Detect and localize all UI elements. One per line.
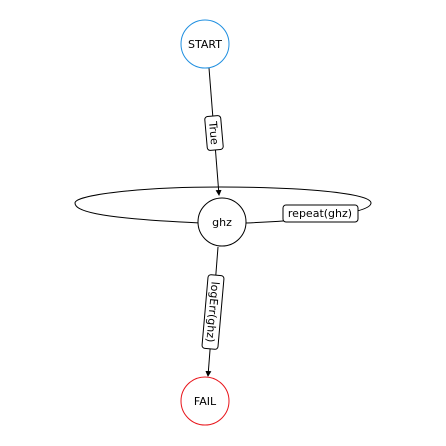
node-start-circle xyxy=(180,19,230,69)
node-ghz-label: ghz xyxy=(212,216,232,229)
edge-label-repeat: repeat(ghz) xyxy=(288,207,352,220)
edge-line-repeat xyxy=(74,186,372,224)
node-fail-circle xyxy=(180,376,230,426)
node-ghz: ghz xyxy=(197,197,247,247)
edge-ghz-self-loop: repeat(ghz) xyxy=(74,186,372,224)
node-fail-label: FAIL xyxy=(194,395,217,408)
edge-label-logerr-box: logErr(ghz) xyxy=(201,274,225,350)
node-ghz-circle xyxy=(197,197,247,247)
edge-start-to-ghz: True xyxy=(204,67,224,196)
node-start-label: START xyxy=(188,38,222,51)
edge-label-repeat-box xyxy=(282,204,359,223)
node-start: START xyxy=(180,19,230,69)
edge-label-true: True xyxy=(206,120,221,146)
edge-ghz-to-fail: logErr(ghz) xyxy=(201,246,225,377)
node-fail: FAIL xyxy=(180,376,230,426)
edge-label-true-box: True xyxy=(204,115,224,151)
edge-label-logerr: logErr(ghz) xyxy=(203,281,221,343)
